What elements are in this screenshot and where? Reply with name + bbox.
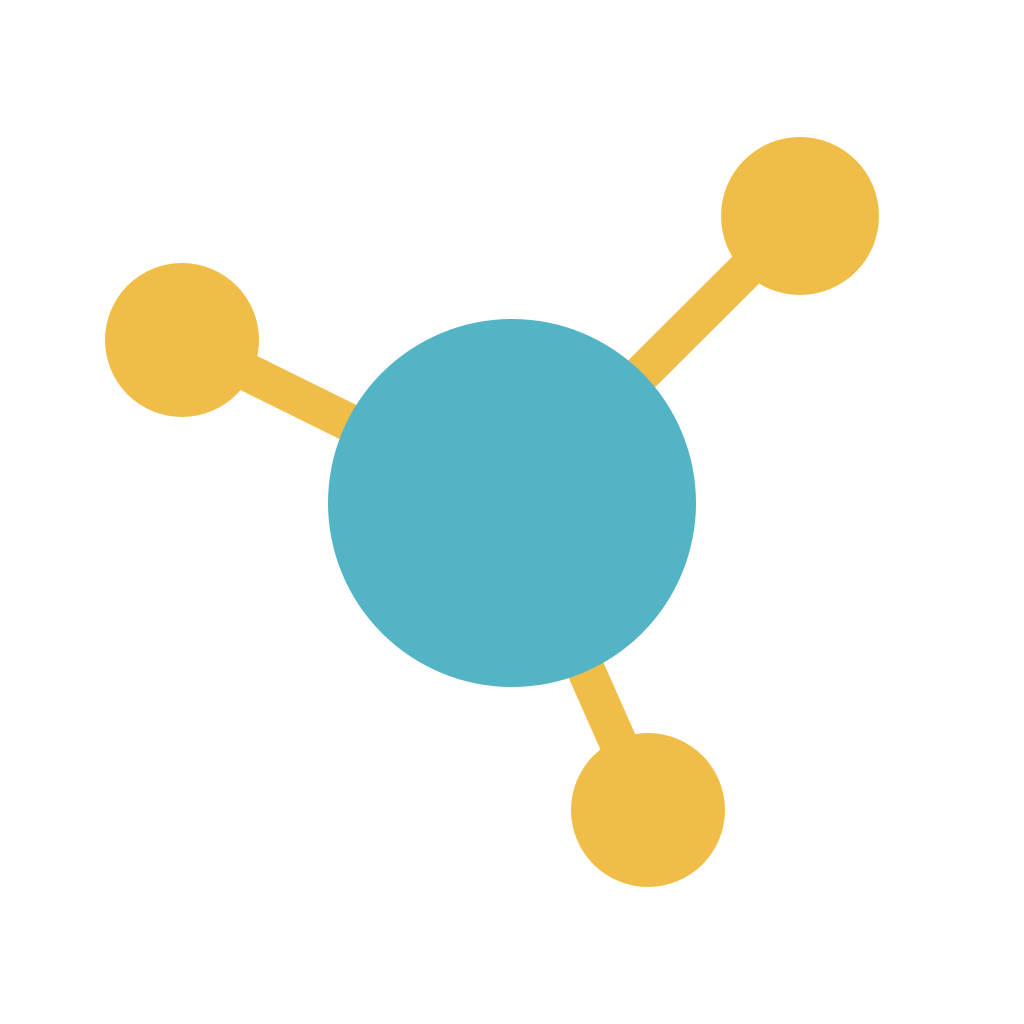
node-left <box>105 263 259 417</box>
hub-node <box>328 319 696 687</box>
node-bottom <box>571 733 725 887</box>
node-top-right <box>721 137 879 295</box>
satellite-nodes <box>105 137 879 887</box>
